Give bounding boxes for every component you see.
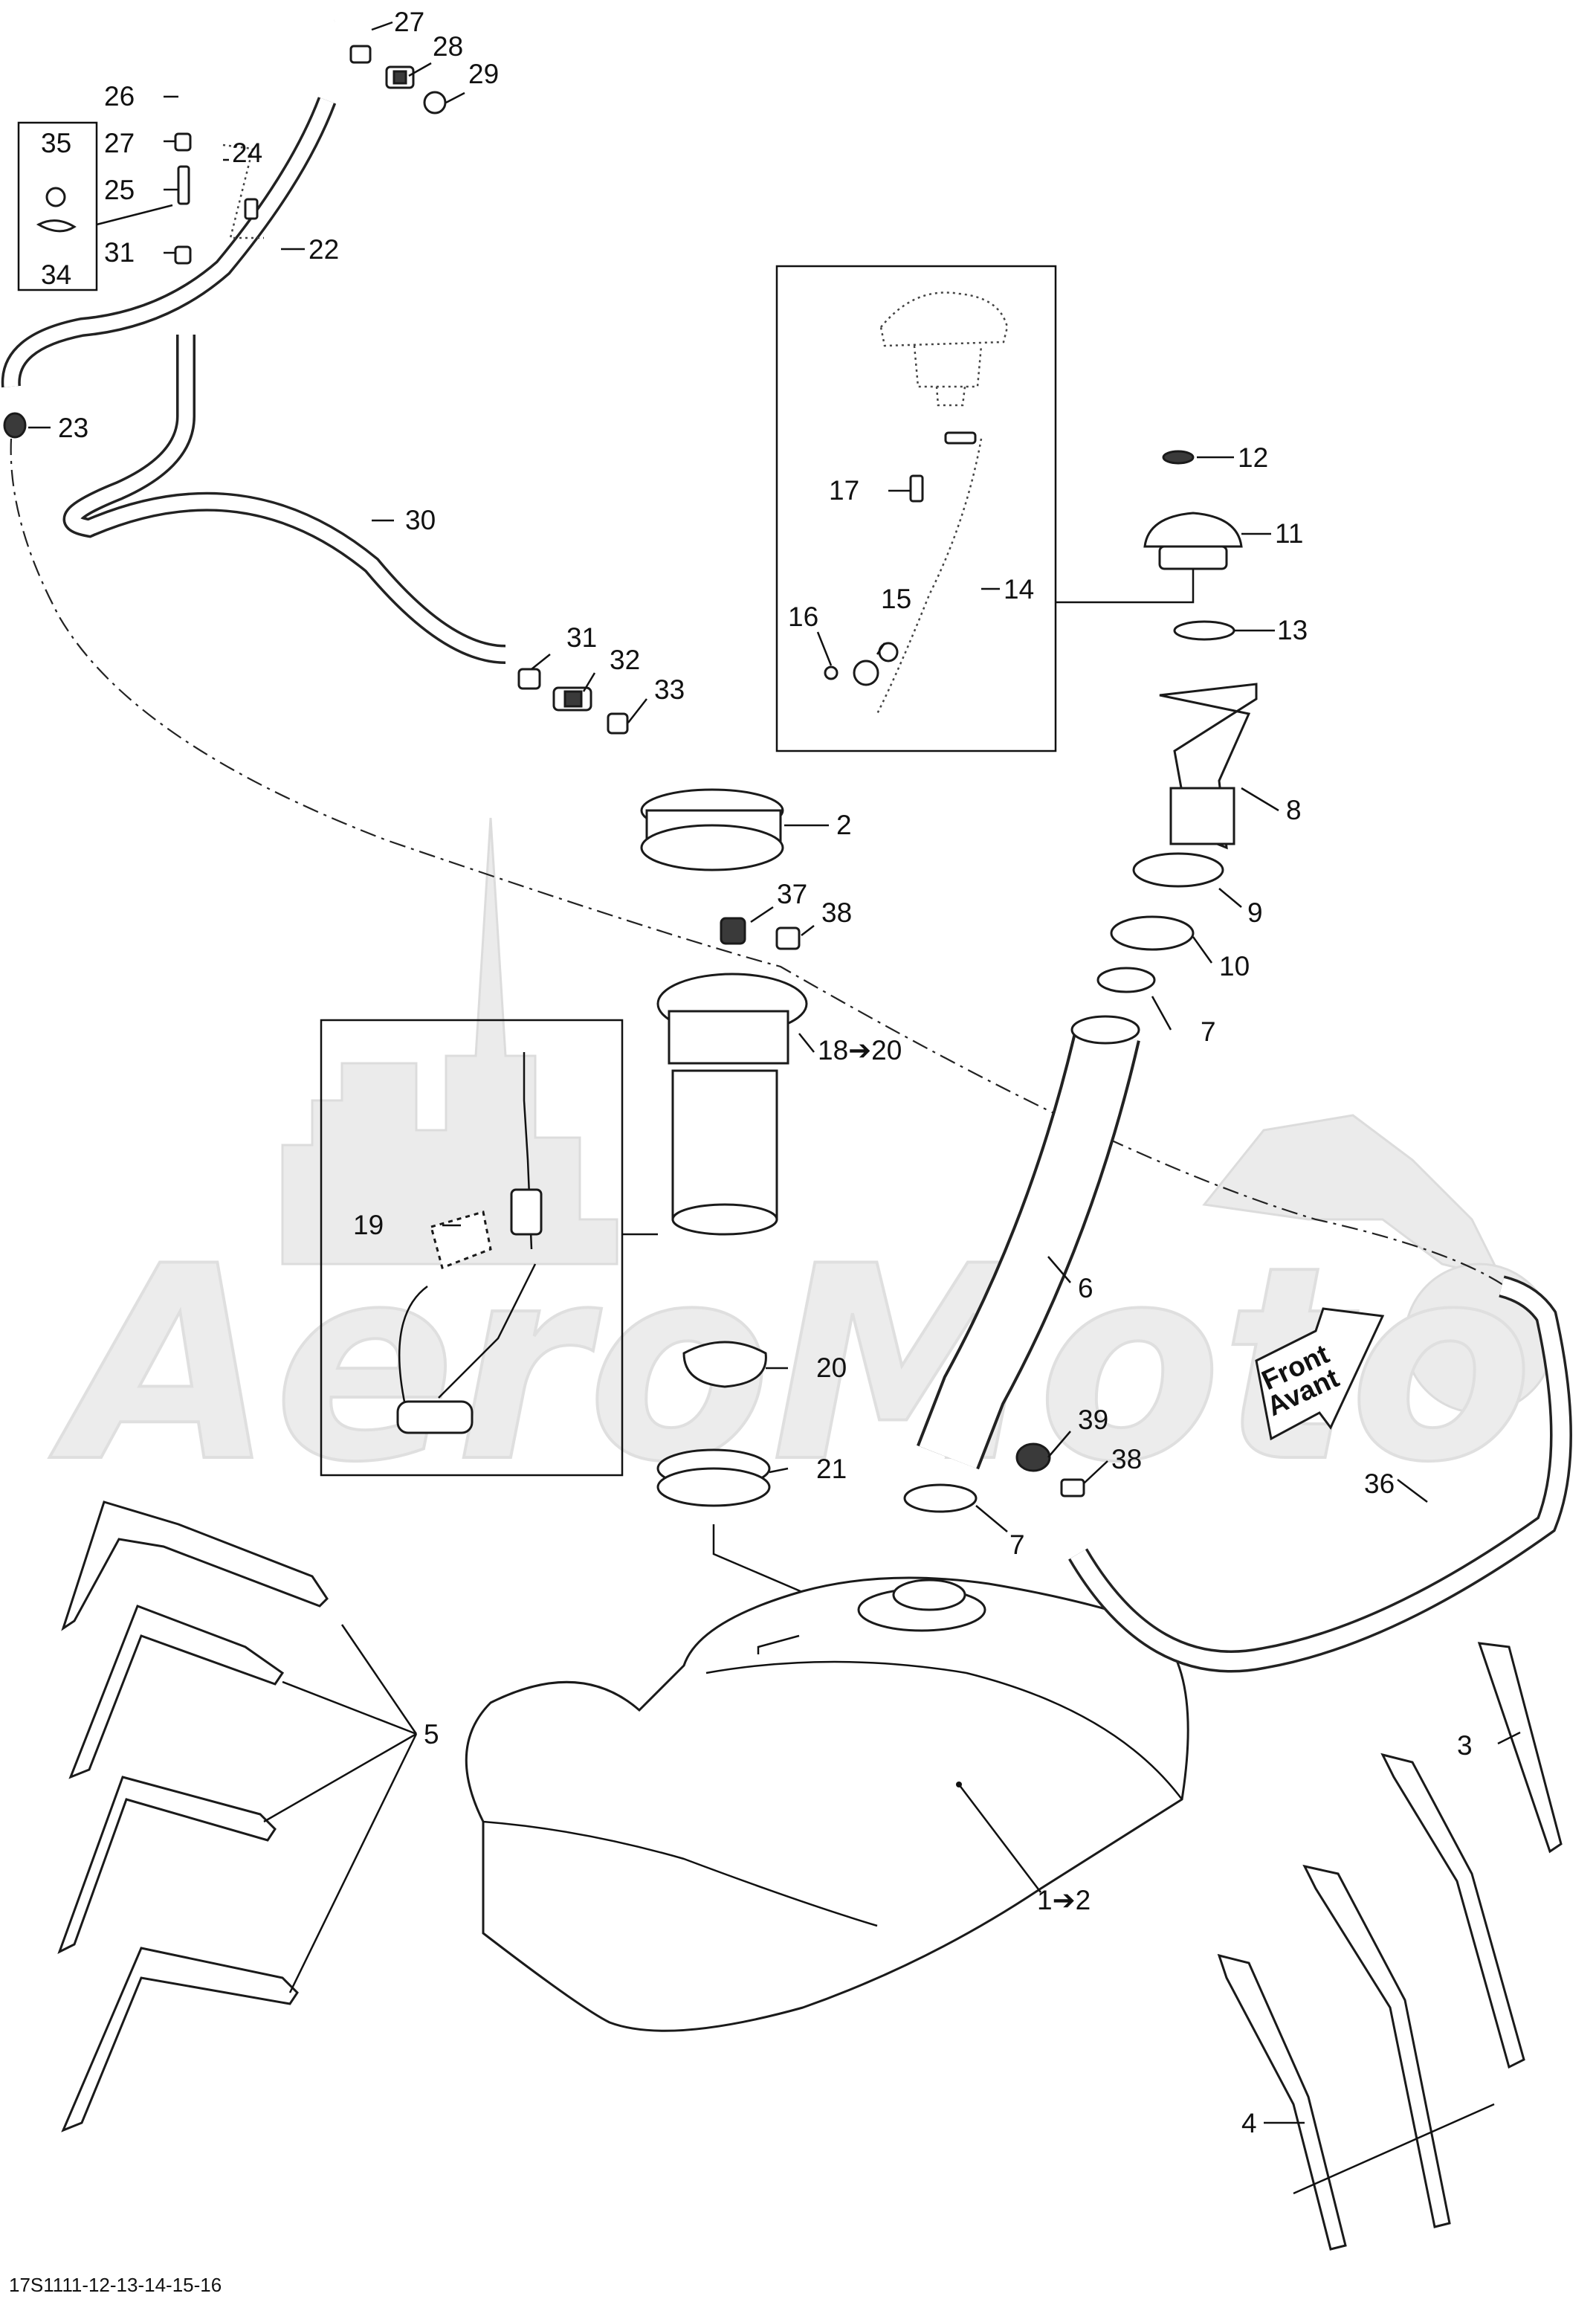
callout-labels: 27 28 29 26 27 24 25 31 22 35 34 23 30 3… bbox=[41, 7, 1473, 2138]
callout: 17 bbox=[829, 475, 859, 506]
callout: 19 bbox=[353, 1210, 384, 1240]
callout: 7 bbox=[1009, 1529, 1025, 1560]
callout: 16 bbox=[788, 602, 818, 632]
return-hose-group bbox=[903, 1275, 1572, 1673]
callout: 20 bbox=[816, 1352, 847, 1383]
callout: 14 bbox=[1004, 574, 1034, 604]
fitting-28 bbox=[385, 65, 415, 89]
fuel-tank bbox=[465, 1576, 1189, 2032]
fitting-32 bbox=[552, 686, 592, 712]
callout: 34 bbox=[41, 259, 71, 290]
dashed-routing-line bbox=[10, 438, 1506, 1287]
callout: 22 bbox=[308, 234, 339, 265]
straps-right bbox=[1217, 1642, 1563, 2251]
inset-box-34-35 bbox=[17, 121, 98, 291]
callout: 7 bbox=[1201, 1016, 1216, 1047]
callout: 4 bbox=[1241, 2108, 1257, 2138]
fuel-cap-tether-group bbox=[824, 291, 1009, 715]
callout: 26 bbox=[104, 81, 135, 112]
callout: 32 bbox=[610, 645, 640, 675]
callout: 8 bbox=[1286, 795, 1302, 825]
callout: 38 bbox=[821, 897, 852, 928]
callout: 31 bbox=[566, 622, 597, 653]
callout: 3 bbox=[1457, 1730, 1473, 1761]
inset-box-cap-tether bbox=[775, 265, 1057, 752]
callout: 28 bbox=[433, 31, 463, 62]
callout: 39 bbox=[1078, 1405, 1108, 1435]
callout: 29 bbox=[468, 59, 499, 89]
callout: 5 bbox=[424, 1719, 439, 1750]
fuel-pump-group bbox=[640, 788, 818, 1600]
callout: 2 bbox=[836, 810, 852, 840]
callout: 6 bbox=[1078, 1273, 1093, 1303]
filler-neck-group bbox=[917, 450, 1258, 1470]
callout: 15 bbox=[881, 584, 911, 614]
callout: 31 bbox=[104, 237, 135, 268]
callout: 18➔20 bbox=[818, 1035, 902, 1065]
callout: 38 bbox=[1111, 1444, 1142, 1474]
callout: 23 bbox=[58, 413, 88, 443]
callout: 10 bbox=[1219, 951, 1250, 981]
callout: 27 bbox=[394, 7, 424, 37]
callout: 25 bbox=[104, 175, 135, 205]
inset-box-level-sender bbox=[320, 1019, 624, 1477]
callout: 12 bbox=[1238, 442, 1268, 473]
callout: 36 bbox=[1364, 1468, 1395, 1499]
callout: 9 bbox=[1247, 897, 1263, 928]
callout: 30 bbox=[405, 505, 436, 535]
callout: 24 bbox=[232, 138, 262, 168]
vent-hoses-group bbox=[1, 15, 629, 735]
callout: 1➔2 bbox=[1037, 1885, 1091, 1915]
callout: 11 bbox=[1275, 518, 1303, 549]
diagram-code: 17S1111-12-13-14-15-16 bbox=[9, 2274, 222, 2296]
straps-left bbox=[57, 1500, 418, 2132]
callout: 21 bbox=[816, 1454, 847, 1484]
callout: 35 bbox=[41, 128, 71, 158]
leader-lines bbox=[28, 21, 1521, 2124]
callout: 13 bbox=[1277, 615, 1308, 645]
callout: 27 bbox=[104, 128, 135, 158]
callout: 33 bbox=[654, 674, 685, 705]
callout: 37 bbox=[777, 879, 807, 909]
level-sender-group bbox=[396, 1052, 658, 1434]
